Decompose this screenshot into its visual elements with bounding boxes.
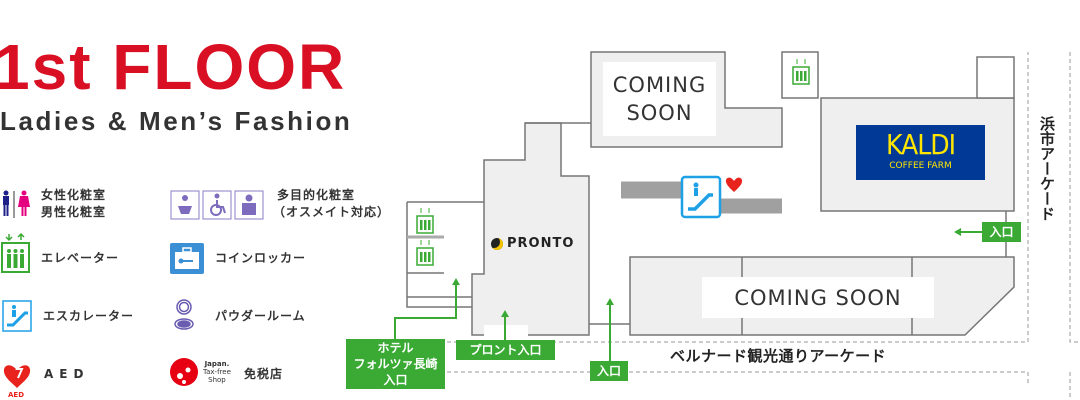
aed-icon-label: AED [8,391,24,399]
restroom-label: 女性化粧室 男性化粧室 [41,187,106,221]
escalator-label: エスカレーター [43,309,135,323]
tax-free-label: 免税店 [244,367,284,381]
hotel-entrance-line1: ホテル [377,341,414,355]
kaldi-name: KALDI [885,128,956,161]
escalator-track-left [621,180,682,200]
kaldi-logo[interactable]: KALDI COFFEE FARM [856,125,985,180]
coming-soon-bottom[interactable]: COMING SOON [702,277,934,318]
pronto-unit [471,122,590,336]
multipurpose-label: 多目的化粧室 （オスメイト対応） [273,187,390,221]
wall [407,272,472,298]
elevator-icon-top [792,59,810,85]
aed-legend-icon: AED [3,359,31,399]
hotel-entrance-line2: フォルツァ長崎 [353,357,438,371]
elevator-icon-left-1 [416,208,434,234]
multipurpose-label-line2: （オスメイト対応） [273,205,391,219]
aed-icon [725,177,743,192]
elevator-icon-left-2 [416,240,434,266]
restroom-icon [3,190,30,218]
legend-icons: AED [1,190,264,399]
women-restroom-label: 女性化粧室 [41,188,107,202]
coming-soon-top[interactable]: COMING SOON [603,62,716,136]
multipurpose-label-line1: 多目的化粧室 [277,188,356,202]
tax-free-logo-line1: Japan. [204,360,230,368]
kaldi-subtitle: COFFEE FARM [889,161,952,171]
tax-free-logo-line2: Tax-free [203,368,231,376]
tax-free-logo-text: Japan. Tax-free Shop [203,360,231,384]
pronto-entrance-label[interactable]: プロント入口 [456,340,555,360]
hotel-entrance-line3: 入口 [383,373,408,387]
arcade-right-label: 浜市アーケード [1038,116,1056,221]
coin-locker-label: コインロッカー [215,251,307,265]
elevator-label: エレベーター [41,251,120,265]
left-elevator-hall [406,201,484,308]
escalator-icon [680,175,722,219]
multipurpose-restroom-icon [170,190,264,220]
pronto-name: PRONTO [507,236,575,251]
escalator-legend-icon [2,300,32,332]
coming-soon-top-line2: SOON [626,101,693,125]
small-unit-top-right [976,56,1015,99]
tax-free-logo-line3: Shop [208,376,226,384]
arcade-bottom-label: ベルナード観光通りアーケード [670,347,887,365]
right-entrance-label[interactable]: 入口 [982,222,1021,242]
powder-room-icon [174,299,194,330]
elevator-legend-icon [1,232,30,273]
aed-label: AED [44,367,90,381]
bottom-entrance-label[interactable]: 入口 [590,361,628,381]
elevator-hall-top [781,51,819,99]
tax-free-logo-icon [170,358,198,386]
pronto-logo[interactable]: PRONTO [491,236,574,251]
coin-locker-icon [170,243,204,274]
hotel-entrance-label[interactable]: ホテル フォルツァ長崎 入口 [346,339,445,389]
powder-room-label: パウダールーム [215,309,306,323]
escalator-track-right [720,197,782,215]
floor-subtitle: Ladies & Men’s Fashion [0,106,353,136]
coming-soon-top-line1: COMING [612,73,707,97]
moon-sun-icon [491,237,503,250]
men-restroom-label: 男性化粧室 [41,205,107,219]
floor-title: 1st FLOOR [0,31,347,103]
